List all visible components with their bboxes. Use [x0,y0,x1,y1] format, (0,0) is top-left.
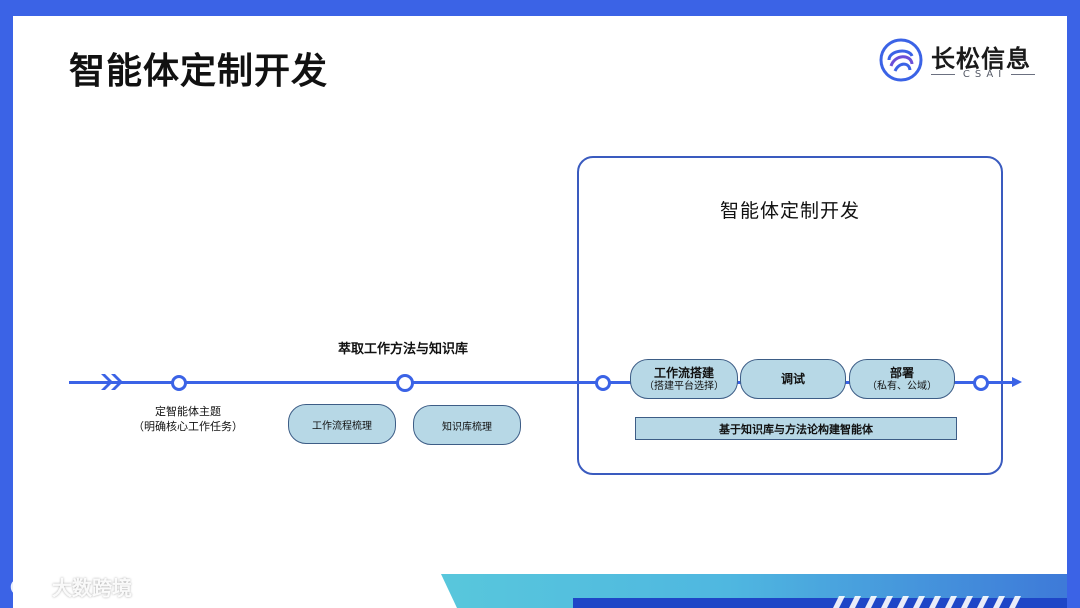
company-logo: 长松信息 CSAI [879,38,1039,86]
workflow-sort-label: 工作流程梳理 [312,420,372,432]
kb-sort-label: 知识库梳理 [442,421,492,433]
deploy-label: 部署 [889,365,914,380]
define-topic-label: 定智能体主题 （明确核心工作任务） [103,404,273,434]
logo-name: 长松信息 [931,45,1031,73]
extract-label: 萃取工作方法与知识库 [337,342,468,357]
frame-title: 智能体定制开发 [719,200,860,222]
watermark: 大数跨境 [8,572,132,601]
base-bar-label: 基于知识库与方法论构建智能体 [719,422,873,436]
custom-dev-frame [577,156,1003,475]
footer-dark-strip [573,598,1067,608]
double-chevron-icon [101,374,123,390]
deploy-pill: 部署 （私有、公域） [849,359,955,399]
debug-pill: 调试 [740,359,846,399]
base-bar: 基于知识库与方法论构建智能体 [635,417,957,440]
timeline-arrow-head-icon [1012,377,1022,387]
workflow-sort-pill: 工作流程梳理 [288,404,396,444]
slide: 智能体定制开发 长松信息 CSAI 智能体定制开发 萃取工作方法与知识库 定智能… [13,16,1067,608]
page-title: 智能体定制开发 [69,51,329,92]
logo-rule-left [931,74,955,75]
watermark-text: 大数跨境 [52,576,132,600]
workflow-build-pill: 工作流搭建 （搭建平台选择） [630,359,738,399]
logo-subtitle: CSAI [931,69,1035,80]
footer-stripes [833,596,1021,608]
timeline-node-extract [396,374,414,392]
workflow-build-label: 工作流搭建 [653,365,714,380]
timeline-line [69,381,1014,384]
timeline-node-define [171,375,187,391]
debug-label: 调试 [780,372,805,386]
define-topic-line2: （明确核心工作任务） [133,420,243,433]
define-topic-line1: 定智能体主题 [155,405,221,418]
logo-sub-text: CSAI [962,69,1007,80]
csai-logo-icon [879,38,923,82]
deploy-sublabel: （私有、公域） [867,380,937,392]
workflow-build-sublabel: （搭建平台选择） [644,380,724,392]
logo-rule-right [1011,74,1035,75]
timeline-node-end [973,375,989,391]
timeline-node-build-start [595,375,611,391]
kb-sort-pill: 知识库梳理 [413,405,521,445]
watermark-logo-icon [10,578,44,595]
